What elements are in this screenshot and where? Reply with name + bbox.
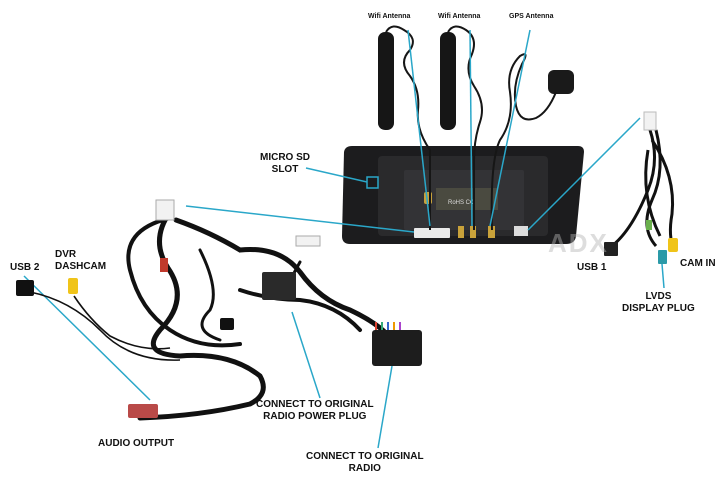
small-black-connector — [220, 318, 234, 330]
wifi-antenna-2-label: Wifi Antenna — [438, 13, 481, 20]
usb-2-label: USB 2 — [10, 262, 40, 273]
power-plug-connector — [262, 272, 296, 300]
dvr-dashcam-plug — [68, 278, 78, 294]
lvds-plug — [658, 250, 667, 264]
device-sticker: RoHS C€ — [448, 200, 474, 206]
main-harness — [126, 209, 395, 421]
watermark-logo: ADX — [548, 228, 609, 258]
connect-power-plug-label: CONNECT TO ORIGINAL RADIO POWER PLUG — [256, 399, 374, 422]
audio-output-label: AUDIO OUTPUT — [98, 438, 175, 449]
usb2-dvr-leads — [29, 291, 181, 361]
wifi-antenna-1-label: Wifi Antenna — [368, 13, 411, 20]
antenna-port-2 — [470, 226, 476, 238]
usb1-connector — [604, 242, 618, 256]
usb-port — [514, 226, 528, 236]
red-rca-plug — [160, 258, 168, 272]
dvr-dashcam-label: DVR DASHCAM — [55, 249, 107, 272]
radio-connector-wires — [375, 322, 407, 330]
right-white-plug — [643, 111, 657, 131]
lvds-display-plug-label: LVDS DISPLAY PLUG — [622, 291, 695, 314]
head-unit: RoHS C€ — [342, 146, 584, 244]
antenna-port-1 — [458, 226, 464, 238]
gps-port — [488, 226, 495, 238]
micro-sd-slot-marker — [366, 176, 379, 189]
main-harness-port — [414, 228, 450, 238]
gps-antenna-label: GPS Antenna — [509, 13, 554, 20]
green-plug — [646, 220, 652, 230]
connect-radio-label: CONNECT TO ORIGINAL RADIO — [306, 451, 424, 474]
usb2-connector — [16, 280, 34, 296]
right-cable-bundle — [611, 129, 676, 251]
wifi-antenna-2 — [440, 25, 483, 230]
usb-1-label: USB 1 — [577, 262, 607, 273]
audio-output-plugs — [128, 404, 158, 418]
harness-white-plug — [155, 199, 175, 221]
cam-in-plug — [668, 238, 678, 252]
radio-connector-block — [372, 330, 422, 366]
micro-sd-slot-label: MICRO SD SLOT — [260, 152, 310, 175]
cam-in-label: CAM IN — [680, 258, 716, 269]
callout-lines — [23, 29, 665, 449]
harness-top-plugs — [295, 235, 321, 247]
